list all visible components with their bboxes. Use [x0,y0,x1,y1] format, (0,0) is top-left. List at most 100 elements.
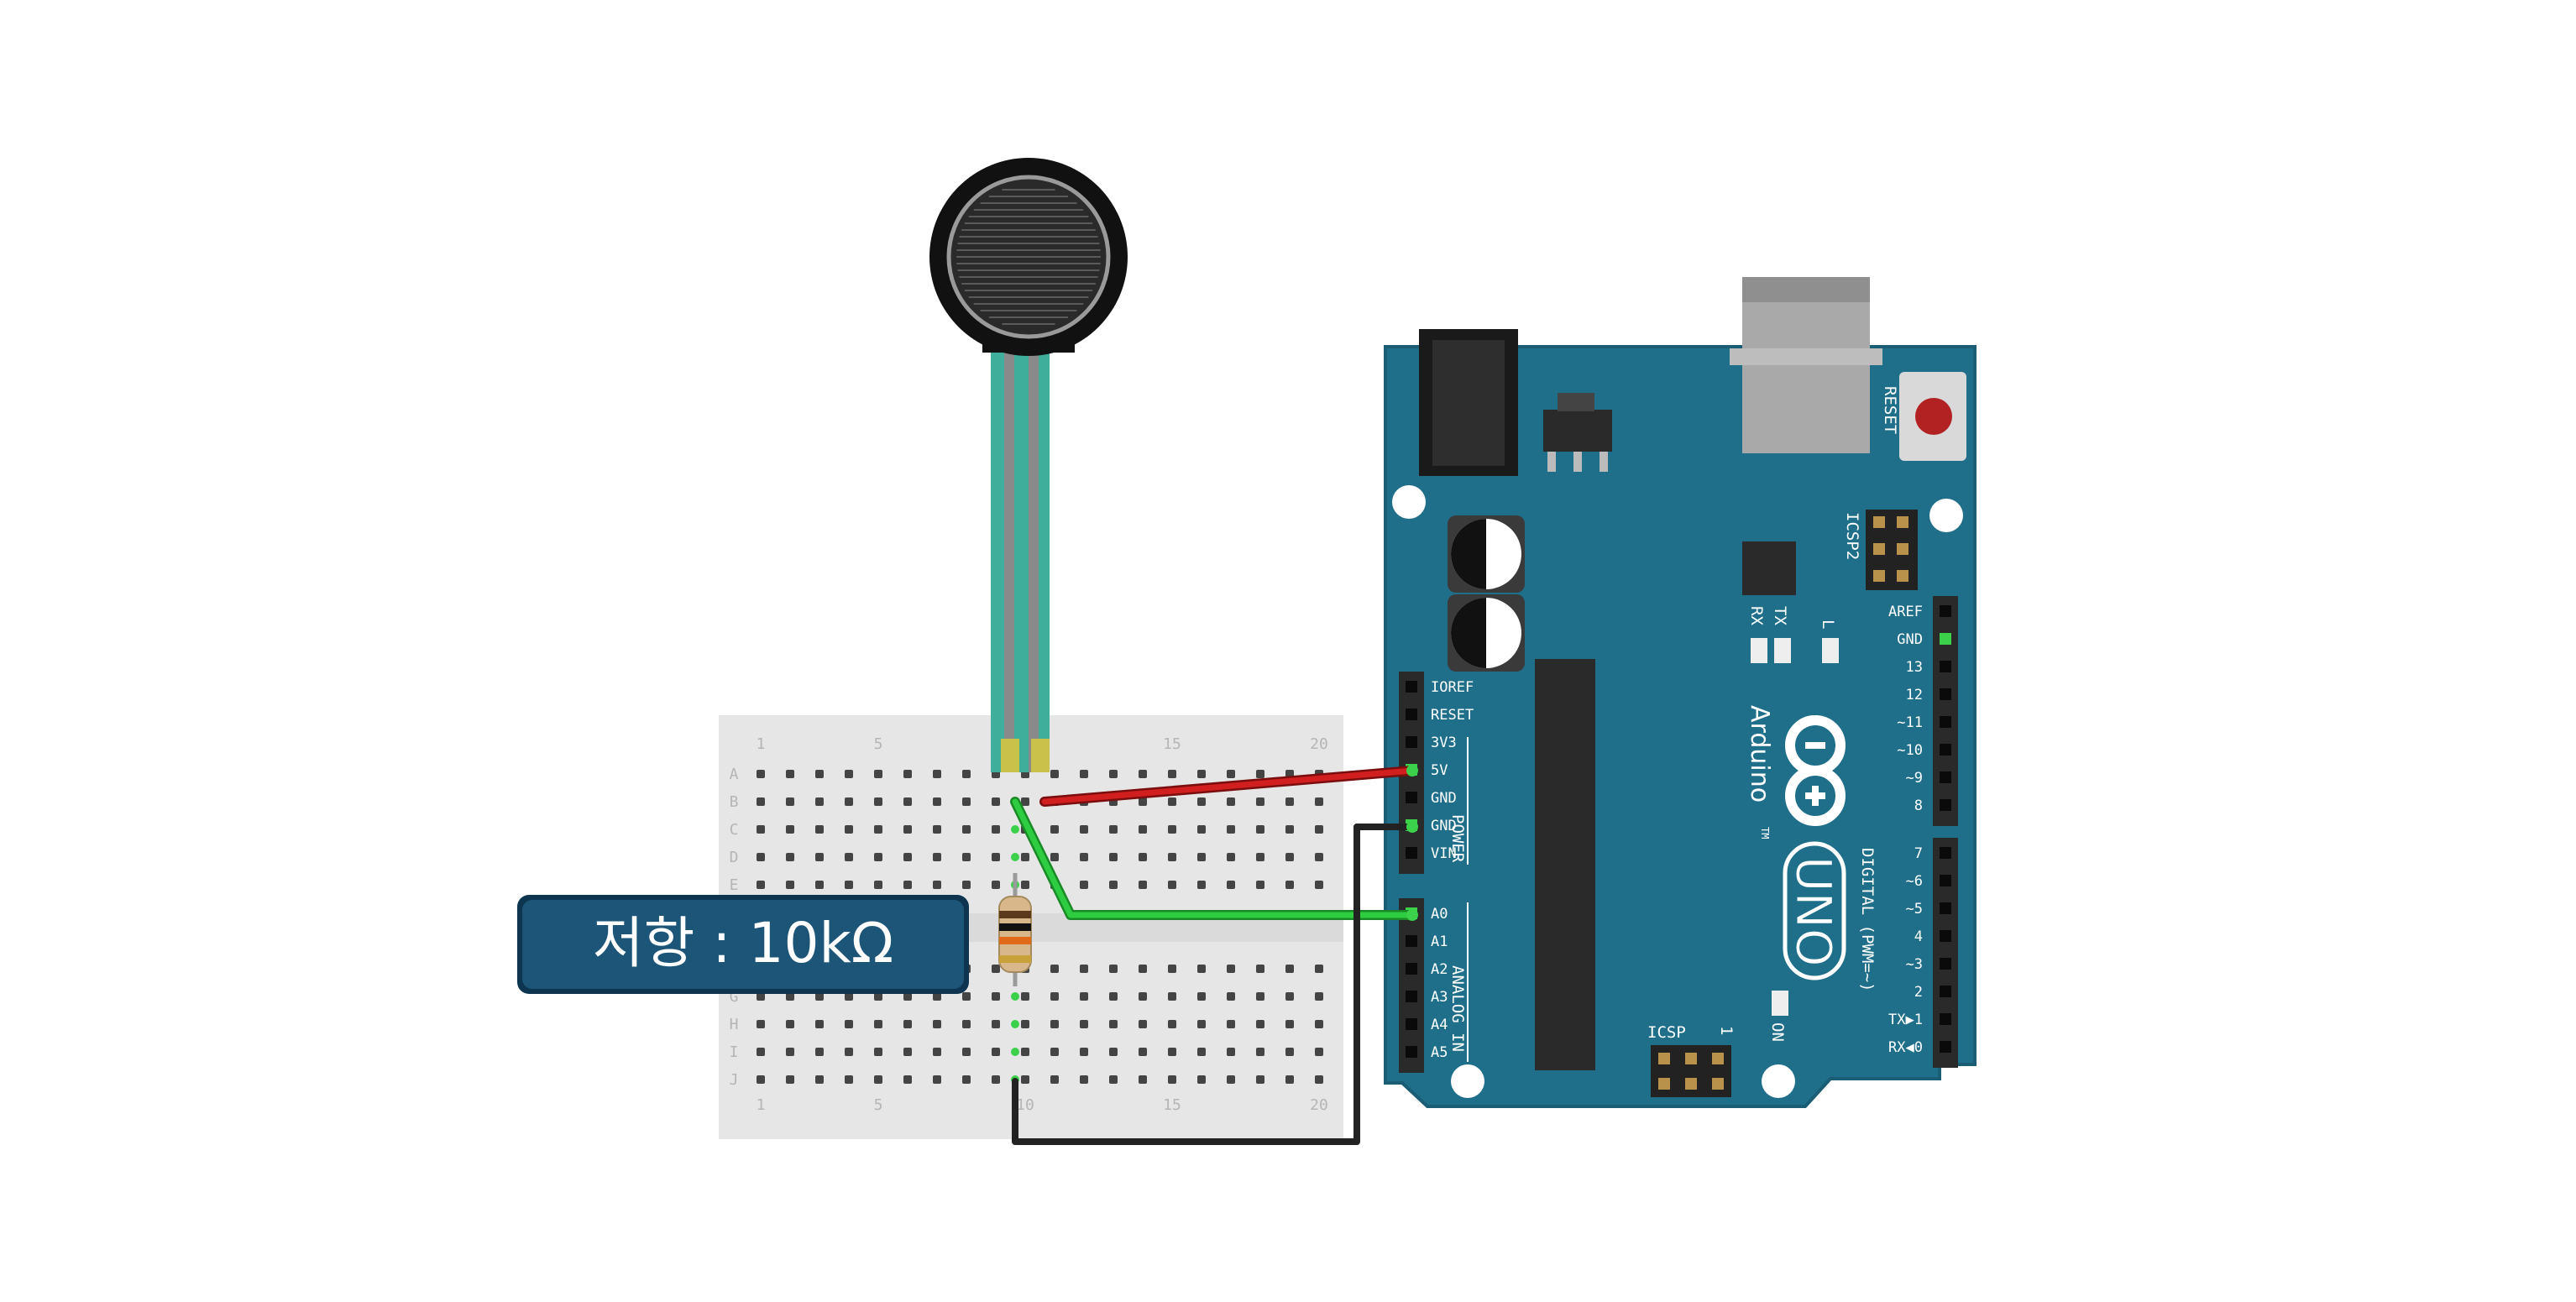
breadboard-hole[interactable] [962,770,971,778]
breadboard-hole[interactable] [1227,797,1235,806]
breadboard-hole[interactable] [1021,1075,1029,1084]
header-pin[interactable] [1406,963,1417,975]
breadboard-hole[interactable] [933,992,941,1001]
breadboard-hole[interactable] [757,797,765,806]
breadboard-hole[interactable] [1021,853,1029,861]
breadboard-hole[interactable] [815,1020,824,1028]
header-pin[interactable] [1940,1013,1951,1025]
breadboard-hole[interactable] [1168,1020,1176,1028]
breadboard-hole[interactable] [874,770,882,778]
breadboard-hole[interactable] [1080,770,1088,778]
breadboard-hole[interactable] [786,992,794,1001]
breadboard-hole[interactable] [1168,797,1176,806]
breadboard-hole[interactable] [1197,965,1206,973]
breadboard-hole[interactable] [1256,797,1264,806]
breadboard-hole[interactable] [1109,853,1118,861]
breadboard-hole[interactable] [1080,1020,1088,1028]
header-pin[interactable] [1940,875,1951,886]
breadboard-hole[interactable] [1168,965,1176,973]
breadboard-hole[interactable] [1109,825,1118,834]
breadboard-hole[interactable] [1197,770,1206,778]
breadboard-hole[interactable] [757,992,765,1001]
breadboard-hole[interactable] [757,881,765,889]
breadboard-hole[interactable] [903,770,912,778]
breadboard-hole[interactable] [1050,770,1059,778]
breadboard-hole[interactable] [903,1075,912,1084]
breadboard-hole[interactable] [992,825,1000,834]
breadboard-hole[interactable] [1050,965,1059,973]
breadboard-hole[interactable] [1050,853,1059,861]
breadboard-hole[interactable] [1227,881,1235,889]
breadboard-hole[interactable] [874,992,882,1001]
breadboard-hole[interactable] [1197,1048,1206,1056]
breadboard-hole[interactable] [903,853,912,861]
breadboard-hole[interactable] [1285,853,1294,861]
breadboard-hole[interactable] [1197,1020,1206,1028]
breadboard-hole[interactable] [1080,965,1088,973]
breadboard-hole[interactable] [962,1075,971,1084]
breadboard-hole[interactable] [1197,881,1206,889]
breadboard-hole[interactable] [815,825,824,834]
breadboard-hole[interactable] [1168,881,1176,889]
breadboard-hole[interactable] [1285,965,1294,973]
breadboard-hole[interactable] [1227,1020,1235,1028]
breadboard-hole[interactable] [1109,1075,1118,1084]
header-pin[interactable] [1406,1018,1417,1030]
breadboard-hole[interactable] [1256,853,1264,861]
breadboard-hole[interactable] [1227,1075,1235,1084]
breadboard-hole[interactable] [874,1075,882,1084]
breadboard-hole[interactable] [1109,1048,1118,1056]
breadboard-hole[interactable] [1315,1048,1323,1056]
header-pin[interactable] [1940,986,1951,997]
breadboard-hole[interactable] [1139,1048,1147,1056]
wire-gnd[interactable] [1012,824,1416,1145]
breadboard-hole[interactable] [992,881,1000,889]
breadboard-hole[interactable] [1168,825,1176,834]
breadboard-hole[interactable] [1256,825,1264,834]
breadboard-hole[interactable] [992,992,1000,1001]
breadboard-hole[interactable] [1227,965,1235,973]
breadboard-hole[interactable] [962,797,971,806]
breadboard-hole[interactable] [1285,1020,1294,1028]
header-pin[interactable] [1940,930,1951,942]
breadboard-hole[interactable] [1139,1020,1147,1028]
breadboard-hole[interactable] [1256,881,1264,889]
breadboard-hole[interactable] [1315,881,1323,889]
wire-a0[interactable] [1012,798,1416,918]
breadboard-hole[interactable] [1227,770,1235,778]
breadboard-hole[interactable] [962,853,971,861]
breadboard-hole[interactable] [962,1020,971,1028]
breadboard-hole[interactable] [1315,853,1323,861]
breadboard-hole[interactable] [1227,853,1235,861]
breadboard-hole[interactable] [992,1048,1000,1056]
header-pin[interactable] [1406,792,1417,803]
breadboard-hole[interactable] [992,797,1000,806]
header-pin[interactable] [1940,1041,1951,1053]
breadboard-hole[interactable] [874,1020,882,1028]
breadboard-hole[interactable] [903,992,912,1001]
breadboard-hole[interactable] [1315,1020,1323,1028]
header-pin[interactable] [1940,799,1951,811]
breadboard-hole[interactable] [1285,992,1294,1001]
breadboard-hole[interactable] [757,770,765,778]
breadboard-hole[interactable] [786,770,794,778]
header-pin[interactable] [1940,661,1951,672]
breadboard-hole[interactable] [933,825,941,834]
header-pin[interactable] [1940,688,1951,700]
breadboard-hole[interactable] [845,1075,853,1084]
breadboard-hole[interactable] [1139,770,1147,778]
header-pin[interactable] [1940,847,1951,859]
breadboard-hole[interactable] [962,825,971,834]
breadboard-hole[interactable] [874,1048,882,1056]
breadboard-hole[interactable] [962,1048,971,1056]
breadboard-hole[interactable] [1050,825,1059,834]
breadboard-hole[interactable] [1021,797,1029,806]
breadboard-hole[interactable] [1315,992,1323,1001]
breadboard-hole[interactable] [786,881,794,889]
breadboard-hole[interactable] [933,853,941,861]
breadboard-hole[interactable] [1050,1020,1059,1028]
breadboard-hole[interactable] [1256,1020,1264,1028]
breadboard-hole[interactable] [1080,825,1088,834]
breadboard-hole[interactable] [1168,992,1176,1001]
breadboard-hole[interactable] [1080,853,1088,861]
